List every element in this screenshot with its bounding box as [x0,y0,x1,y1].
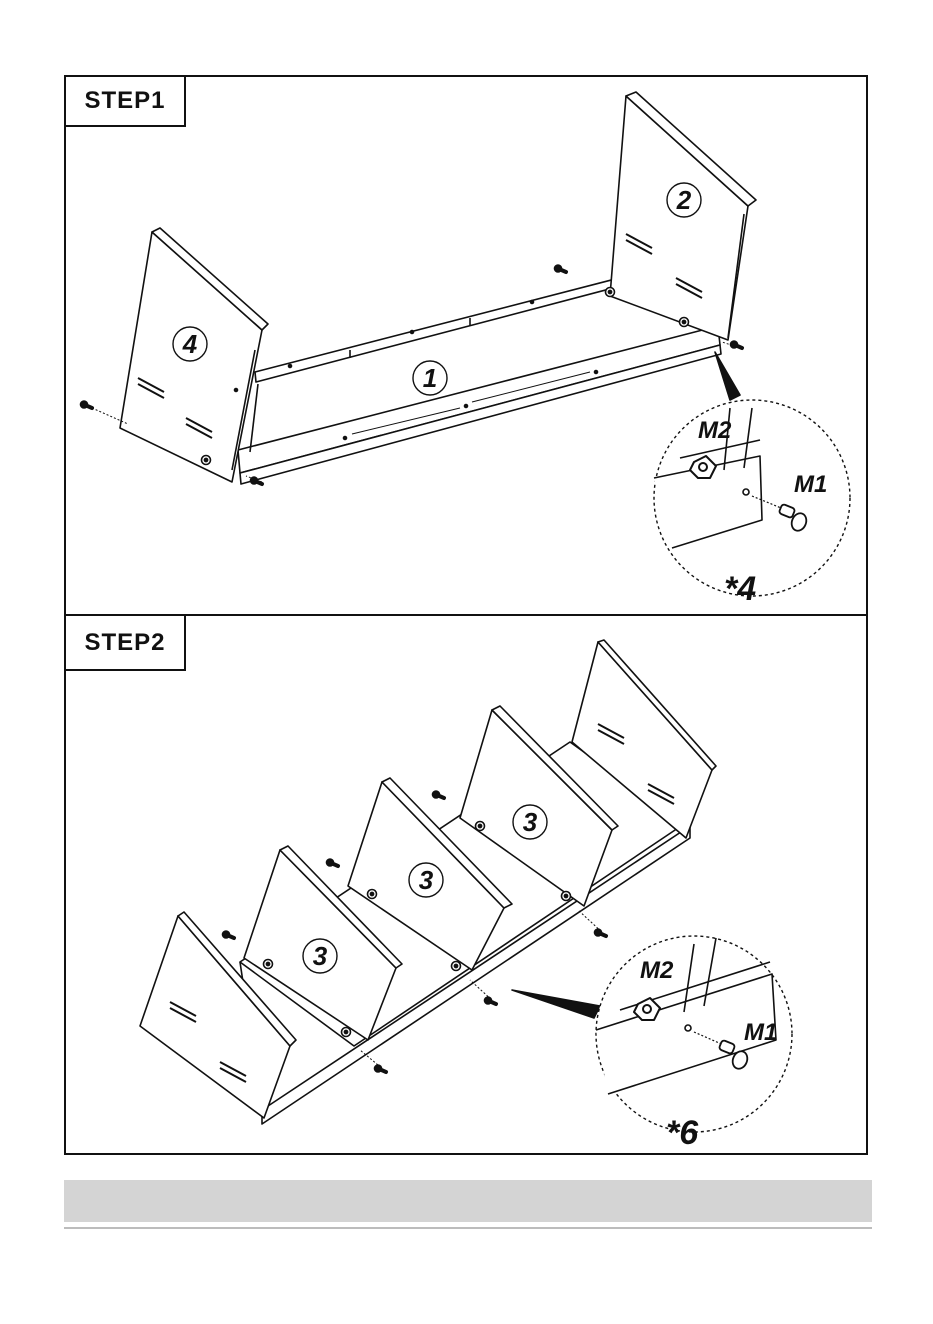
step2-part-3-number-c: 3 [313,941,328,971]
step1-part-2-number: 2 [676,185,692,215]
step2-part-3-number-b: 3 [419,865,434,895]
step1-part-4-number: 4 [182,329,198,359]
step2-part-3-number-a: 3 [523,807,538,837]
step1-part-1-number: 1 [423,363,437,393]
step2-quantity: *6 [666,1114,699,1152]
footer-bar [64,1180,872,1222]
step2-nut-label: M2 [640,957,674,984]
step2-bolt-label: M1 [744,1019,777,1046]
footer-rule [64,1227,872,1229]
step1-quantity: *4 [724,570,756,608]
step1-nut-label: M2 [698,417,732,444]
step2-drawing [140,640,792,1132]
step1-bolt-label: M1 [794,471,827,498]
